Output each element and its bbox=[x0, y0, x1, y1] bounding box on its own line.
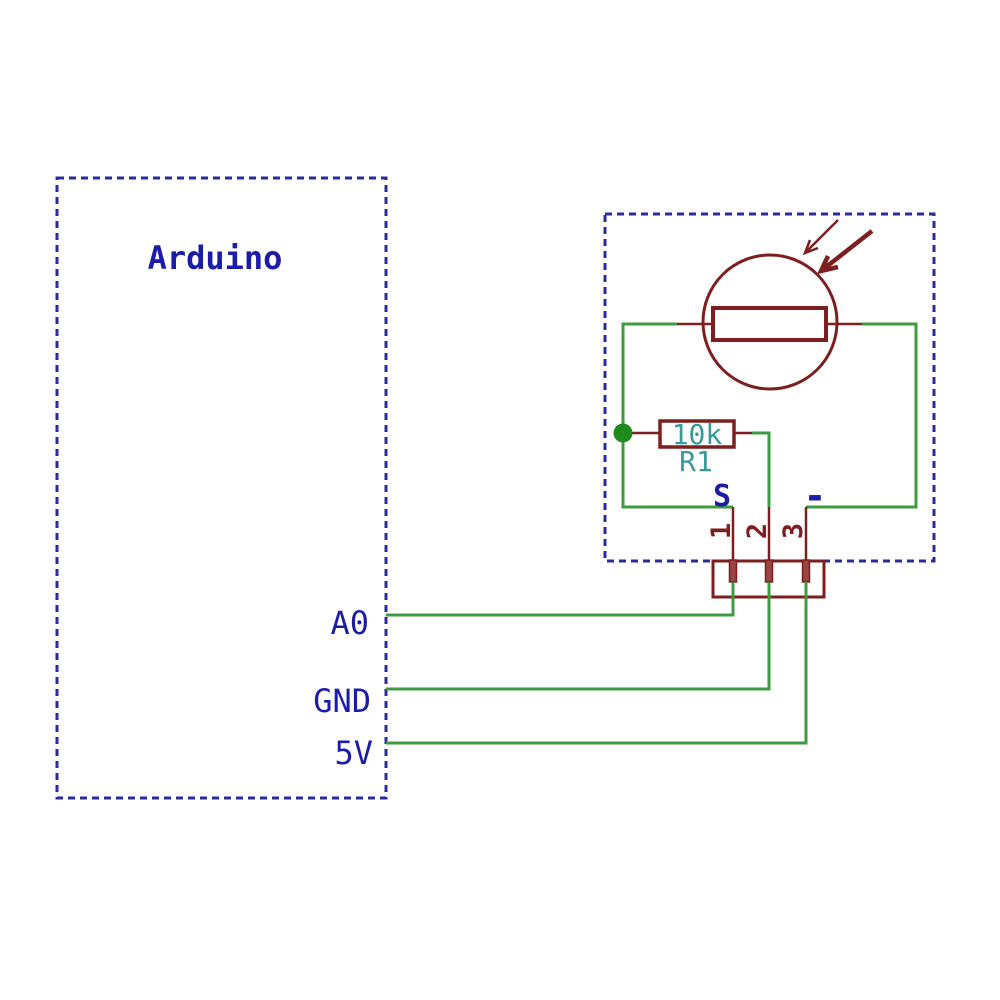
wire-r1-to-pin2 bbox=[752, 431, 771, 507]
arduino-title: Arduino bbox=[148, 239, 283, 277]
arduino-pin-label-gnd: GND bbox=[313, 682, 371, 720]
wire-pin1-to-a0 bbox=[386, 582, 735, 617]
signal-pin-label: S bbox=[713, 479, 731, 514]
pin-number-2: 2 bbox=[742, 523, 773, 539]
light-ray-arrow-icon bbox=[802, 219, 839, 256]
wire-ldr-left-to-signal bbox=[621, 322, 733, 509]
wire-pin3-to-5v bbox=[386, 582, 808, 745]
connector-plug-1 bbox=[728, 559, 738, 583]
connector-plug-3 bbox=[801, 559, 811, 583]
minus-pin-label: - bbox=[804, 474, 827, 518]
ldr-circle bbox=[701, 253, 839, 391]
arduino-box bbox=[55, 176, 388, 800]
pin-number-1: 1 bbox=[706, 523, 737, 539]
pin-number-3: 3 bbox=[778, 523, 809, 539]
wire-ldr-right-to-minus bbox=[806, 322, 918, 509]
r1-resistor-body bbox=[658, 419, 736, 449]
connector-plug-2 bbox=[764, 559, 774, 583]
resistor-value-label: 10k bbox=[672, 418, 723, 451]
arduino-pin-label-a0: A0 bbox=[330, 604, 369, 642]
light-ray-arrow-icon bbox=[816, 229, 874, 275]
junction-dot bbox=[613, 423, 633, 443]
arduino-pin-label-5v: 5V bbox=[334, 734, 373, 772]
wire-pin2-to-gnd bbox=[386, 582, 771, 691]
ldr-resistor-body bbox=[711, 306, 828, 342]
resistor-name-label: R1 bbox=[679, 445, 713, 478]
